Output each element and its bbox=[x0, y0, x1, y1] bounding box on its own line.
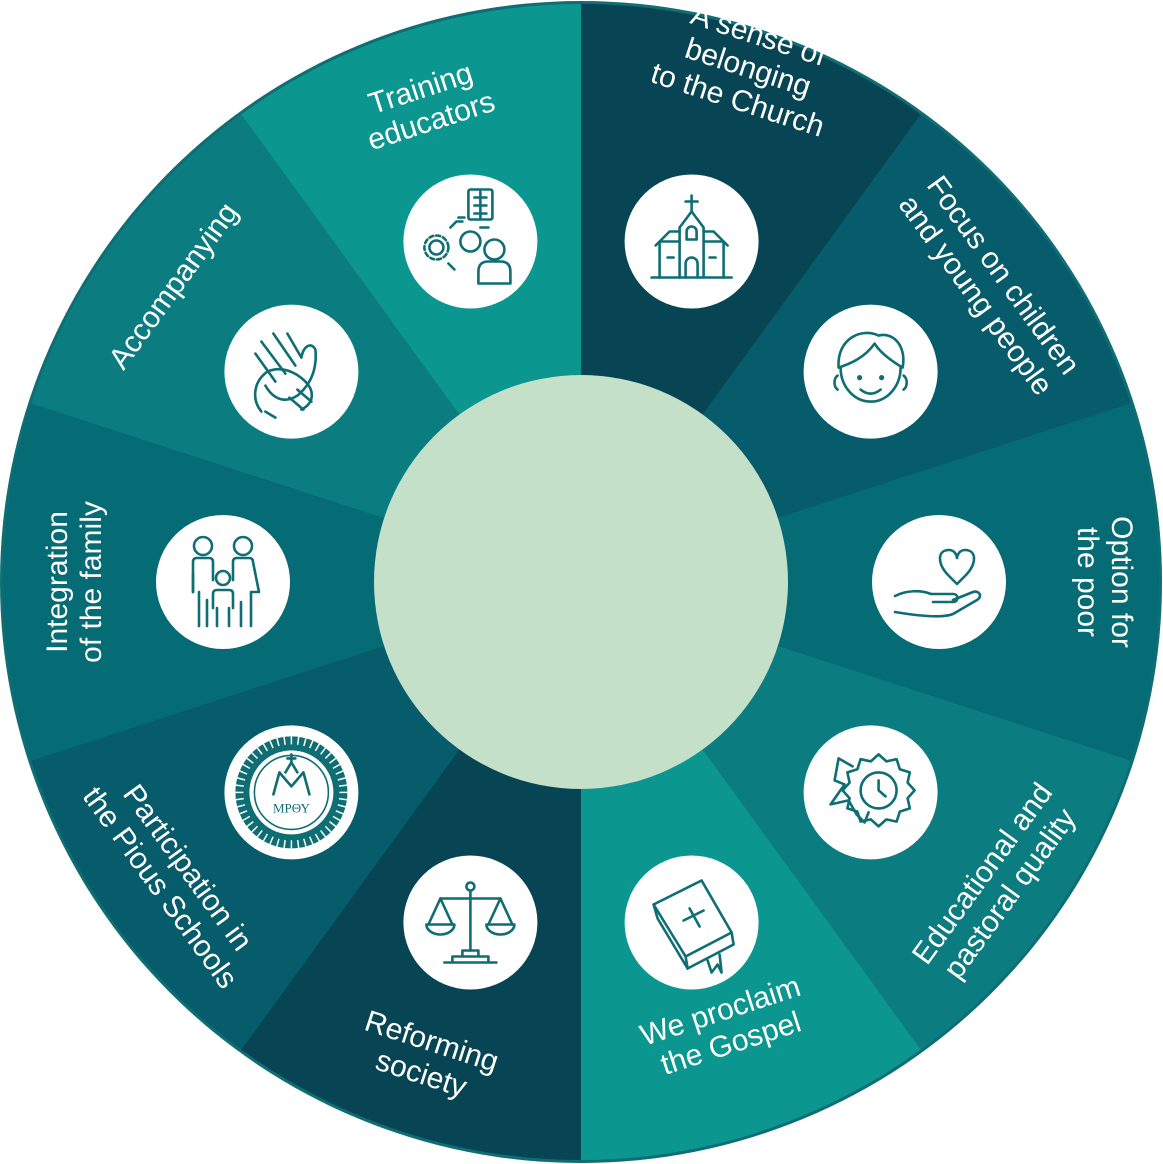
segment-label-integration-of-the-family-line-2: of the family bbox=[75, 501, 108, 663]
segment-educational-and-pastoral-quality bbox=[702, 645, 1131, 1050]
training-icon bbox=[403, 174, 538, 309]
child-face-icon bbox=[803, 304, 938, 439]
segment-reforming-society bbox=[241, 749, 581, 1160]
segment-label-integration-of-the-family-line-1: Integration bbox=[41, 511, 74, 653]
pious-schools-seal-icon: ΜΡΘΥ bbox=[224, 725, 359, 860]
quality-badge-icon bbox=[803, 725, 938, 860]
segment-training-educators bbox=[241, 4, 581, 415]
church-icon bbox=[624, 174, 759, 309]
seal-text: ΜΡΘΥ bbox=[273, 800, 311, 815]
segment-accompanying bbox=[31, 114, 460, 519]
segment-participation-in-the-pious-schools bbox=[31, 645, 460, 1050]
segment-label-option-for-the-poor-line-1: Option for bbox=[1105, 516, 1138, 648]
helping-hands-icon bbox=[224, 304, 359, 439]
center-circle bbox=[374, 375, 788, 789]
segment-we-proclaim-the-gospel bbox=[581, 749, 921, 1160]
scales-icon bbox=[403, 855, 538, 990]
wheel-icons: ΜΡΘΥ bbox=[156, 174, 1006, 990]
family-icon bbox=[156, 515, 290, 649]
segment-a-sense-of-belonging-to-the-church bbox=[581, 4, 921, 415]
hand-heart-icon bbox=[872, 515, 1006, 649]
segment-focus-on-children-and-young-people bbox=[702, 114, 1131, 519]
bible-icon bbox=[624, 855, 759, 990]
segment-label-option-for-the-poor-line-2: the poor bbox=[1071, 527, 1104, 637]
